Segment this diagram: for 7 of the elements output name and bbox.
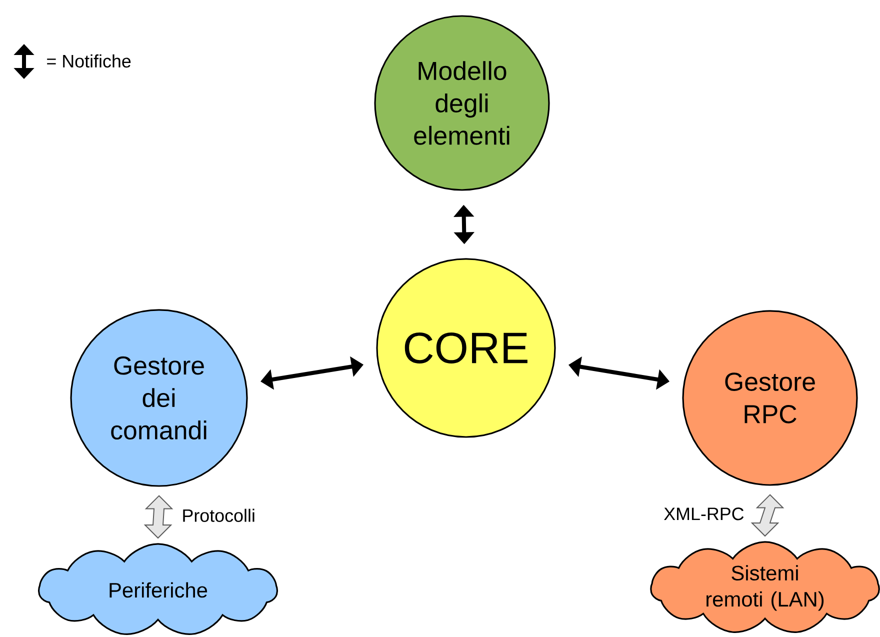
network-cloud: Periferiche [38, 543, 278, 635]
network-cloud: Sistemi remoti (LAN) [650, 541, 880, 633]
hollow-arrow [750, 494, 784, 537]
hollow-arrow [144, 495, 174, 539]
edge-label: Protocolli [183, 508, 254, 522]
edge-label: XML-RPC [664, 508, 744, 520]
legend-text: = Notifiche [47, 54, 131, 68]
